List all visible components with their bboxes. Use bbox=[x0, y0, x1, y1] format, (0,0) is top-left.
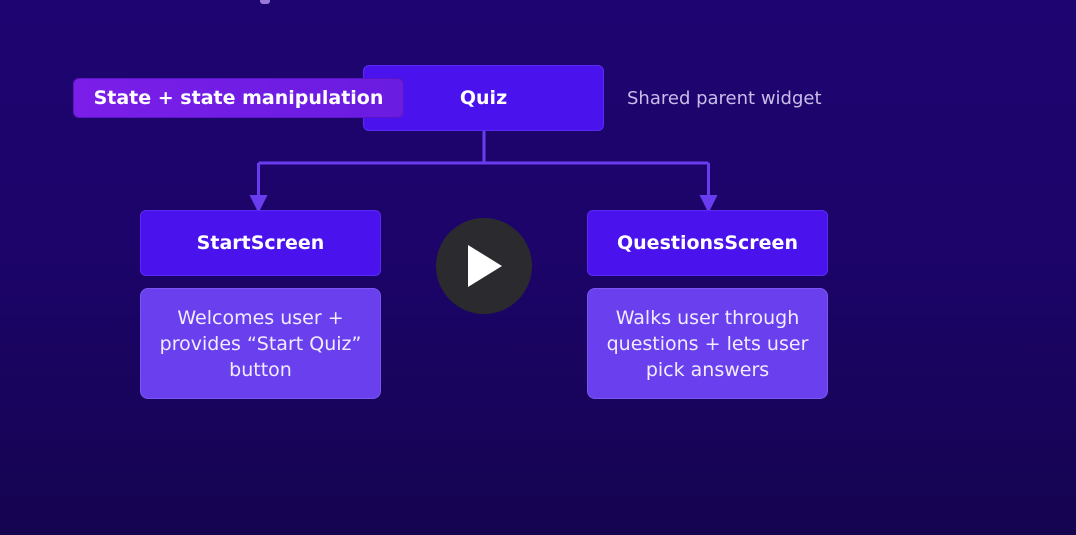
questionsscreen-description-text: Walks user through questions + lets user… bbox=[606, 306, 809, 381]
startscreen-description-text: Welcomes user + provides “Start Quiz” bu… bbox=[159, 306, 362, 381]
quiz-parent-label: Quiz bbox=[459, 87, 508, 109]
play-button[interactable] bbox=[436, 218, 532, 314]
cropped-heading-fragment bbox=[120, 0, 290, 4]
questionsscreen-description: Walks user through questions + lets user… bbox=[587, 288, 828, 399]
state-label-chip: State + state manipulation bbox=[73, 78, 404, 118]
state-label-text: State + state manipulation bbox=[93, 87, 384, 109]
parent-caption: Shared parent widget bbox=[627, 88, 822, 109]
questionsscreen-label: QuestionsScreen bbox=[617, 232, 798, 254]
startscreen-label: StartScreen bbox=[196, 232, 325, 254]
startscreen-description: Welcomes user + provides “Start Quiz” bu… bbox=[140, 288, 381, 399]
play-icon bbox=[468, 245, 502, 287]
questionsscreen-node: QuestionsScreen bbox=[587, 210, 828, 276]
startscreen-node: StartScreen bbox=[140, 210, 381, 276]
